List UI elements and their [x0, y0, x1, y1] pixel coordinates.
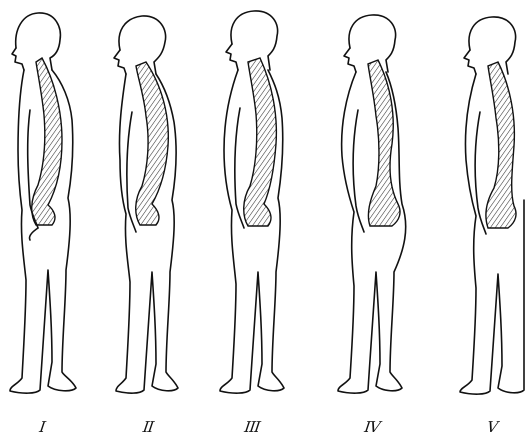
- spine-3: [244, 58, 277, 226]
- figure-label-4: IV: [363, 418, 380, 436]
- spine-5: [486, 62, 516, 228]
- spine-1: [32, 58, 62, 225]
- spine-4: [368, 60, 400, 226]
- figure-label-3: III: [243, 418, 260, 436]
